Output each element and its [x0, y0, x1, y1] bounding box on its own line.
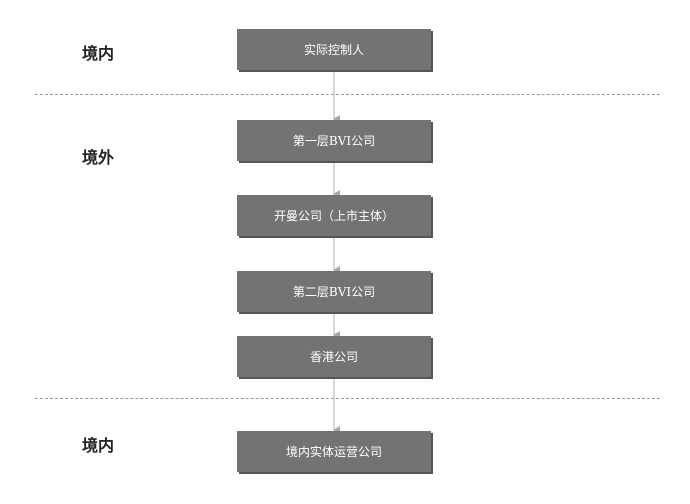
region-label-offshore: 境外 [82, 148, 115, 167]
node-domestic-operating-company: 境内实体运营公司 [237, 431, 431, 472]
node-hong-kong-company: 香港公司 [237, 336, 431, 377]
region-label-domestic-top: 境内 [82, 44, 115, 63]
divider-bottom [35, 398, 660, 399]
node-second-layer-bvi: 第二层BVI公司 [237, 271, 431, 312]
region-label-domestic-bottom: 境内 [82, 436, 115, 455]
node-actual-controller: 实际控制人 [237, 29, 431, 70]
divider-top [35, 94, 660, 95]
node-cayman-listed-entity: 开曼公司（上市主体） [237, 195, 431, 236]
node-first-layer-bvi: 第一层BVI公司 [237, 120, 431, 161]
